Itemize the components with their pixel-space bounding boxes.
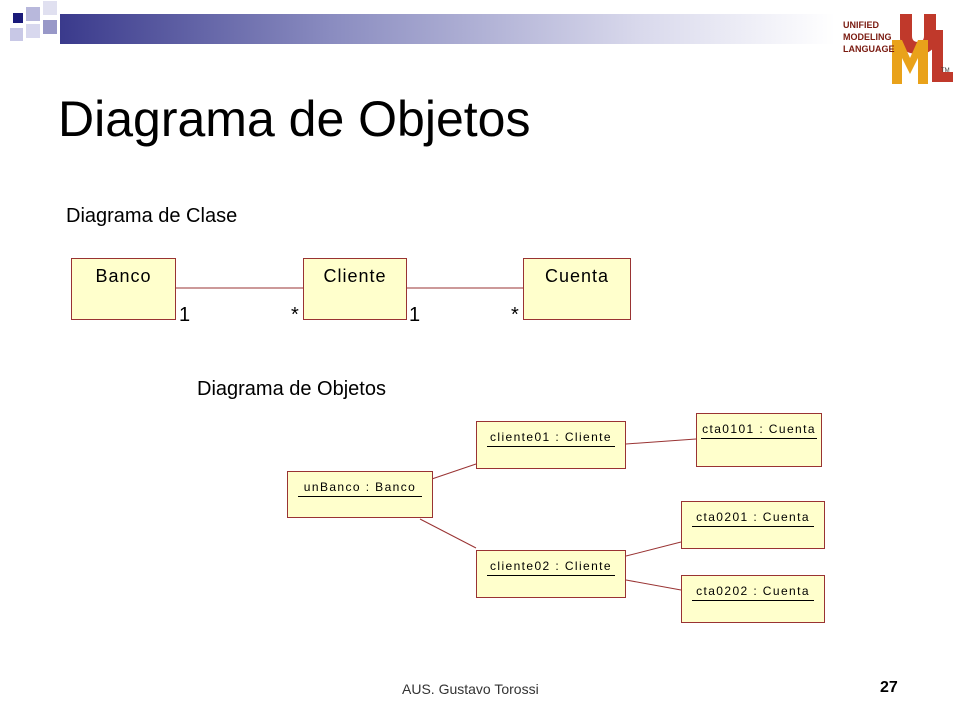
footer-author: AUS. Gustavo Torossi bbox=[402, 681, 539, 697]
class-cliente-name: Cliente bbox=[323, 266, 387, 286]
object-cta0101: cta0101 : Cuenta bbox=[696, 413, 822, 467]
object-cliente02: cliente02 : Cliente bbox=[476, 550, 626, 598]
object-cliente01-name: cliente01 : Cliente bbox=[487, 430, 615, 447]
object-cta0201: cta0201 : Cuenta bbox=[681, 501, 825, 549]
class-cuenta-name: Cuenta bbox=[544, 266, 610, 286]
object-unbanco: unBanco : Banco bbox=[287, 471, 433, 518]
object-cta0201-name: cta0201 : Cuenta bbox=[692, 510, 814, 527]
object-cta0202-name: cta0202 : Cuenta bbox=[692, 584, 814, 601]
logo-text-unified: UNIFIED bbox=[843, 20, 880, 30]
page-number: 27 bbox=[880, 679, 898, 696]
title-gradient-bar bbox=[60, 14, 835, 44]
object-cta0202: cta0202 : Cuenta bbox=[681, 575, 825, 623]
link-cliente02-cta0202 bbox=[625, 579, 682, 591]
multiplicity-cuenta: * bbox=[511, 304, 519, 326]
link-cliente02-cta0201 bbox=[625, 541, 682, 557]
object-cta0101-name: cta0101 : Cuenta bbox=[701, 422, 817, 439]
class-banco: Banco bbox=[71, 258, 176, 320]
multiplicity-cliente-right: 1 bbox=[409, 304, 421, 326]
logo-text-modeling: MODELING bbox=[843, 32, 892, 42]
object-cliente01: cliente01 : Cliente bbox=[476, 421, 626, 469]
link-cliente01-cta0101 bbox=[625, 438, 697, 445]
slide-title: Diagrama de Objetos bbox=[58, 91, 531, 147]
multiplicity-banco: 1 bbox=[179, 304, 191, 326]
uml-logo: UNIFIED MODELING LANGUAGE TM bbox=[838, 6, 956, 92]
class-diagram-heading: Diagrama de Clase bbox=[66, 205, 238, 227]
object-unbanco-name: unBanco : Banco bbox=[298, 480, 422, 497]
object-cliente02-name: cliente02 : Cliente bbox=[487, 559, 615, 576]
class-banco-name: Banco bbox=[95, 266, 152, 286]
class-cliente: Cliente bbox=[303, 258, 407, 320]
logo-trademark: TM bbox=[941, 68, 950, 74]
multiplicity-cliente-left: * bbox=[291, 304, 299, 326]
link-banco-cliente02 bbox=[419, 518, 477, 549]
class-cuenta: Cuenta bbox=[523, 258, 631, 320]
corner-squares-decoration bbox=[10, 1, 57, 41]
object-diagram-heading: Diagrama de Objetos bbox=[197, 378, 386, 400]
logo-text-language: LANGUAGE bbox=[843, 44, 895, 54]
